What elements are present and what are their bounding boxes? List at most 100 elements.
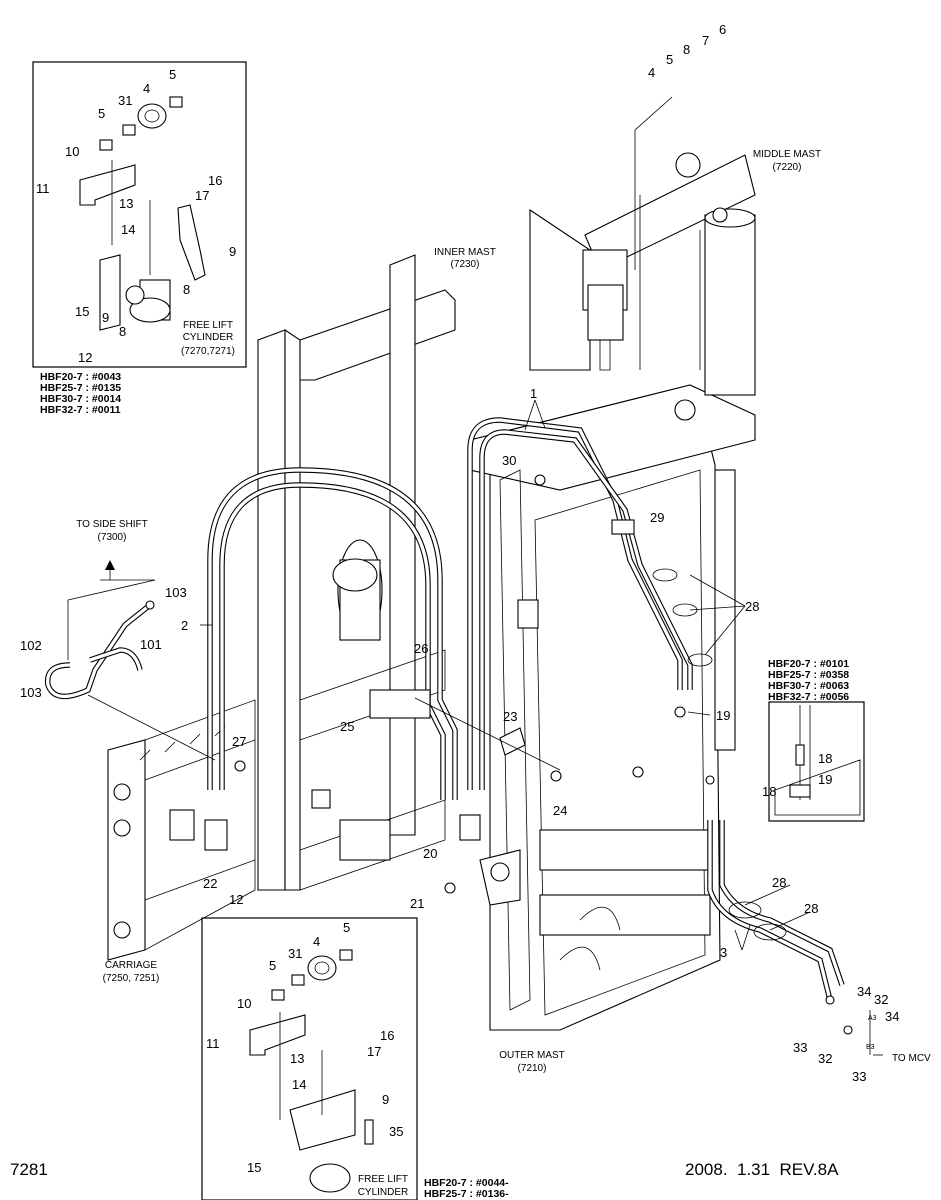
inset-top-callout-14: 14 <box>121 222 135 237</box>
free-lift-code: (7270,7271) <box>181 346 235 357</box>
callout-8: 8 <box>683 42 690 57</box>
outer-mast-drawing <box>469 384 756 1031</box>
inset-top-callouts: 4 5 5 31 10 11 13 14 16 17 9 8 8 15 9 12 <box>36 67 236 365</box>
hose-2 <box>207 467 458 800</box>
callout-1: 1 <box>530 386 537 401</box>
inset-top-callout-5b: 5 <box>98 106 105 121</box>
inset-top-callout-8a: 8 <box>183 282 190 297</box>
serial-top-2: HBF30-7 : #0014 <box>40 393 121 405</box>
serial-right-3: HBF32-7 : #0056 <box>768 691 849 703</box>
inset-bottom-callout-15: 15 <box>247 1160 261 1175</box>
free-lift-label-1: FREE LIFT <box>183 320 233 331</box>
to-mcv-label: TO MCV <box>892 1053 931 1064</box>
inset-bottom-callout-9: 9 <box>382 1092 389 1107</box>
carriage-label: CARRIAGE <box>105 960 158 971</box>
inset-bottom-callout-14: 14 <box>292 1077 306 1092</box>
callout-26: 26 <box>414 641 428 656</box>
inset-bottom-callout-11: 11 <box>206 1036 220 1051</box>
serial-top-0: HBF20-7 : #0043 <box>40 371 121 383</box>
callout-29: 29 <box>650 510 664 525</box>
page-code: 7281 <box>10 1160 48 1179</box>
side-shift-code: (7300) <box>98 532 127 543</box>
inset-top-callout-17: 17 <box>195 188 209 203</box>
inset-bottom-callout-35: 35 <box>389 1124 403 1139</box>
free-lift-bottom-label-1: FREE LIFT <box>358 1174 408 1185</box>
hose-3 <box>707 820 845 1001</box>
callout-32a: 32 <box>874 992 888 1007</box>
carriage-drawing <box>107 699 256 961</box>
callout-30: 30 <box>502 453 516 468</box>
callout-33a: 33 <box>793 1040 807 1055</box>
side-shift-label: TO SIDE SHIFT <box>76 519 148 530</box>
callout-23: 23 <box>503 709 517 724</box>
callout-28a: 28 <box>745 599 759 614</box>
serial-top-1: HBF25-7 : #0135 <box>40 382 121 394</box>
serial-right-1: HBF25-7 : #0358 <box>768 669 849 681</box>
callout-2: 2 <box>181 618 188 633</box>
middle-mast-label: MIDDLE MAST <box>753 149 821 160</box>
inset-top-callout-9a: 9 <box>229 244 236 259</box>
callout-7: 7 <box>702 33 709 48</box>
inset-bottom-callout-5a: 5 <box>343 920 350 935</box>
inset-top-callout-8b: 8 <box>119 324 126 339</box>
serial-notes: HBF20-7 : #0043 HBF25-7 : #0135 HBF30-7 … <box>40 371 849 1200</box>
inset-top-callout-9b: 9 <box>102 310 109 325</box>
outer-mast-label: OUTER MAST <box>499 1050 565 1061</box>
free-lift-label-2: CYLINDER <box>183 332 234 343</box>
callout-4: 4 <box>648 65 655 80</box>
serial-top-3: HBF32-7 : #0011 <box>40 404 121 416</box>
serial-bottom-1: HBF25-7 : #0136- <box>424 1188 509 1200</box>
callout-34a: 34 <box>857 984 871 999</box>
port-a3: A3 <box>868 1015 877 1022</box>
leader-lines <box>67 96 883 1056</box>
port-b3: B3 <box>866 1044 875 1051</box>
callout-18a: 18 <box>762 784 776 799</box>
callout-24: 24 <box>553 803 567 818</box>
callout-25: 25 <box>340 719 354 734</box>
inset-top-callout-16: 16 <box>208 173 222 188</box>
callout-103b: 103 <box>20 685 42 700</box>
inset-bottom-callout-13: 13 <box>290 1051 304 1066</box>
middle-mast-code: (7220) <box>773 162 802 173</box>
side-shift-hoses <box>44 602 152 700</box>
inset-bottom-callout-16: 16 <box>380 1028 394 1043</box>
callout-3: 3 <box>720 945 727 960</box>
inset-bottom-callout-10: 10 <box>237 996 251 1011</box>
assembly-labels: INNER MAST (7230) MIDDLE MAST (7220) OUT… <box>76 149 931 1198</box>
callout-18b: 18 <box>818 751 832 766</box>
inset-top-callout-5a: 5 <box>169 67 176 82</box>
inset-right <box>768 701 865 822</box>
callout-33b: 33 <box>852 1069 866 1084</box>
outer-mast-code: (7210) <box>518 1063 547 1074</box>
callout-19a: 19 <box>716 708 730 723</box>
date-revision: 2008. 1.31 REV.8A <box>685 1160 839 1179</box>
serial-right-0: HBF20-7 : #0101 <box>768 658 849 670</box>
callout-12: 12 <box>229 892 243 907</box>
serial-bottom-0: HBF20-7 : #0044- <box>424 1177 509 1189</box>
callout-103a: 103 <box>165 585 187 600</box>
inset-bottom-callout-17: 17 <box>367 1044 381 1059</box>
callout-21: 21 <box>410 896 424 911</box>
free-lift-bottom-label-2: CYLINDER <box>358 1187 409 1198</box>
inset-bottom-callouts: 4 5 5 31 10 11 13 14 16 17 9 35 15 <box>206 920 403 1175</box>
callout-27: 27 <box>232 734 246 749</box>
middle-mast-drawing <box>529 152 756 421</box>
inset-top-callout-10: 10 <box>65 144 79 159</box>
callout-34b: 34 <box>885 1009 899 1024</box>
side-shift-arrow <box>105 560 115 570</box>
callout-6: 6 <box>719 22 726 37</box>
inset-bottom-callout-4: 4 <box>313 934 320 949</box>
inset-top-callout-12: 12 <box>78 350 92 365</box>
callout-102: 102 <box>20 638 42 653</box>
inset-top-callout-15: 15 <box>75 304 89 319</box>
callout-5: 5 <box>666 52 673 67</box>
inset-bottom <box>201 917 418 1200</box>
main-callouts: 1 2 3 4 5 6 7 8 18 18 19 19 20 21 22 23 … <box>20 22 899 1084</box>
inner-mast-code: (7230) <box>451 259 480 270</box>
callout-20: 20 <box>423 846 437 861</box>
inset-top-left <box>32 61 247 368</box>
callout-19b: 19 <box>818 772 832 787</box>
inset-top-callout-31: 31 <box>118 93 132 108</box>
inner-mast-label: INNER MAST <box>434 247 496 258</box>
